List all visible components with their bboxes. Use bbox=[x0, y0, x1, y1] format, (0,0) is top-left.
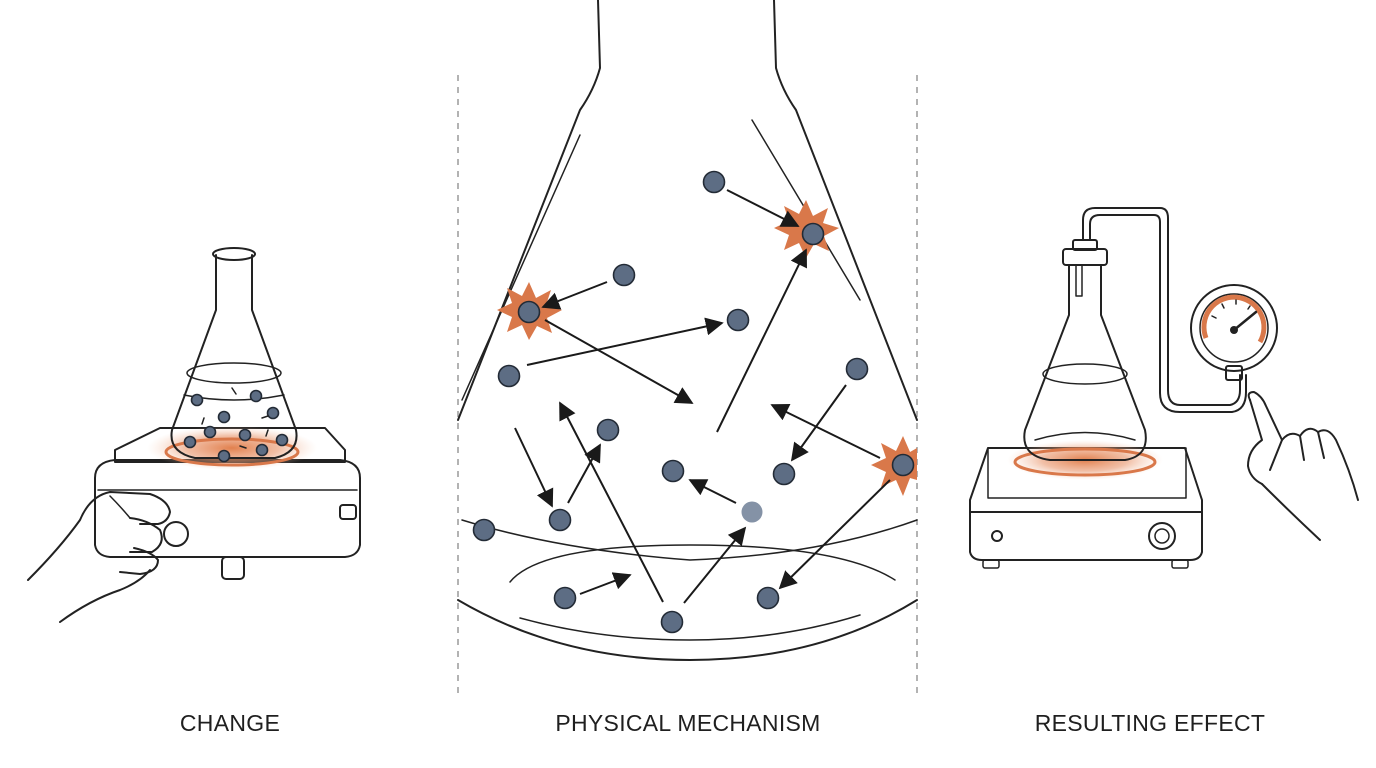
gas-tube-icon bbox=[1082, 207, 1247, 413]
gas-particle-icon bbox=[183, 387, 289, 463]
hand-turning-knob-icon bbox=[27, 491, 189, 623]
motion-arrow-icon bbox=[514, 189, 891, 604]
caption-resulting-effect: RESULTING EFFECT bbox=[1034, 710, 1266, 736]
gas-particle-icon bbox=[472, 170, 915, 634]
pressure-gauge-icon bbox=[1190, 284, 1278, 381]
change-panel-illustration bbox=[27, 247, 361, 623]
erlenmeyer-flask-icon bbox=[170, 247, 298, 463]
collision-burst-icon bbox=[497, 200, 917, 496]
flask-interior-icon bbox=[457, 0, 918, 661]
mechanism-panel-illustration bbox=[457, 0, 918, 661]
stoppered-flask-icon bbox=[1023, 239, 1147, 461]
hot-plate-icon bbox=[969, 440, 1203, 569]
pointing-hand-icon bbox=[1247, 391, 1359, 541]
hot-plate-icon bbox=[94, 426, 361, 580]
caption-physical-mechanism: PHYSICAL MECHANISM bbox=[555, 710, 821, 736]
caption-change: CHANGE bbox=[179, 710, 281, 736]
effect-panel-illustration bbox=[969, 207, 1359, 569]
